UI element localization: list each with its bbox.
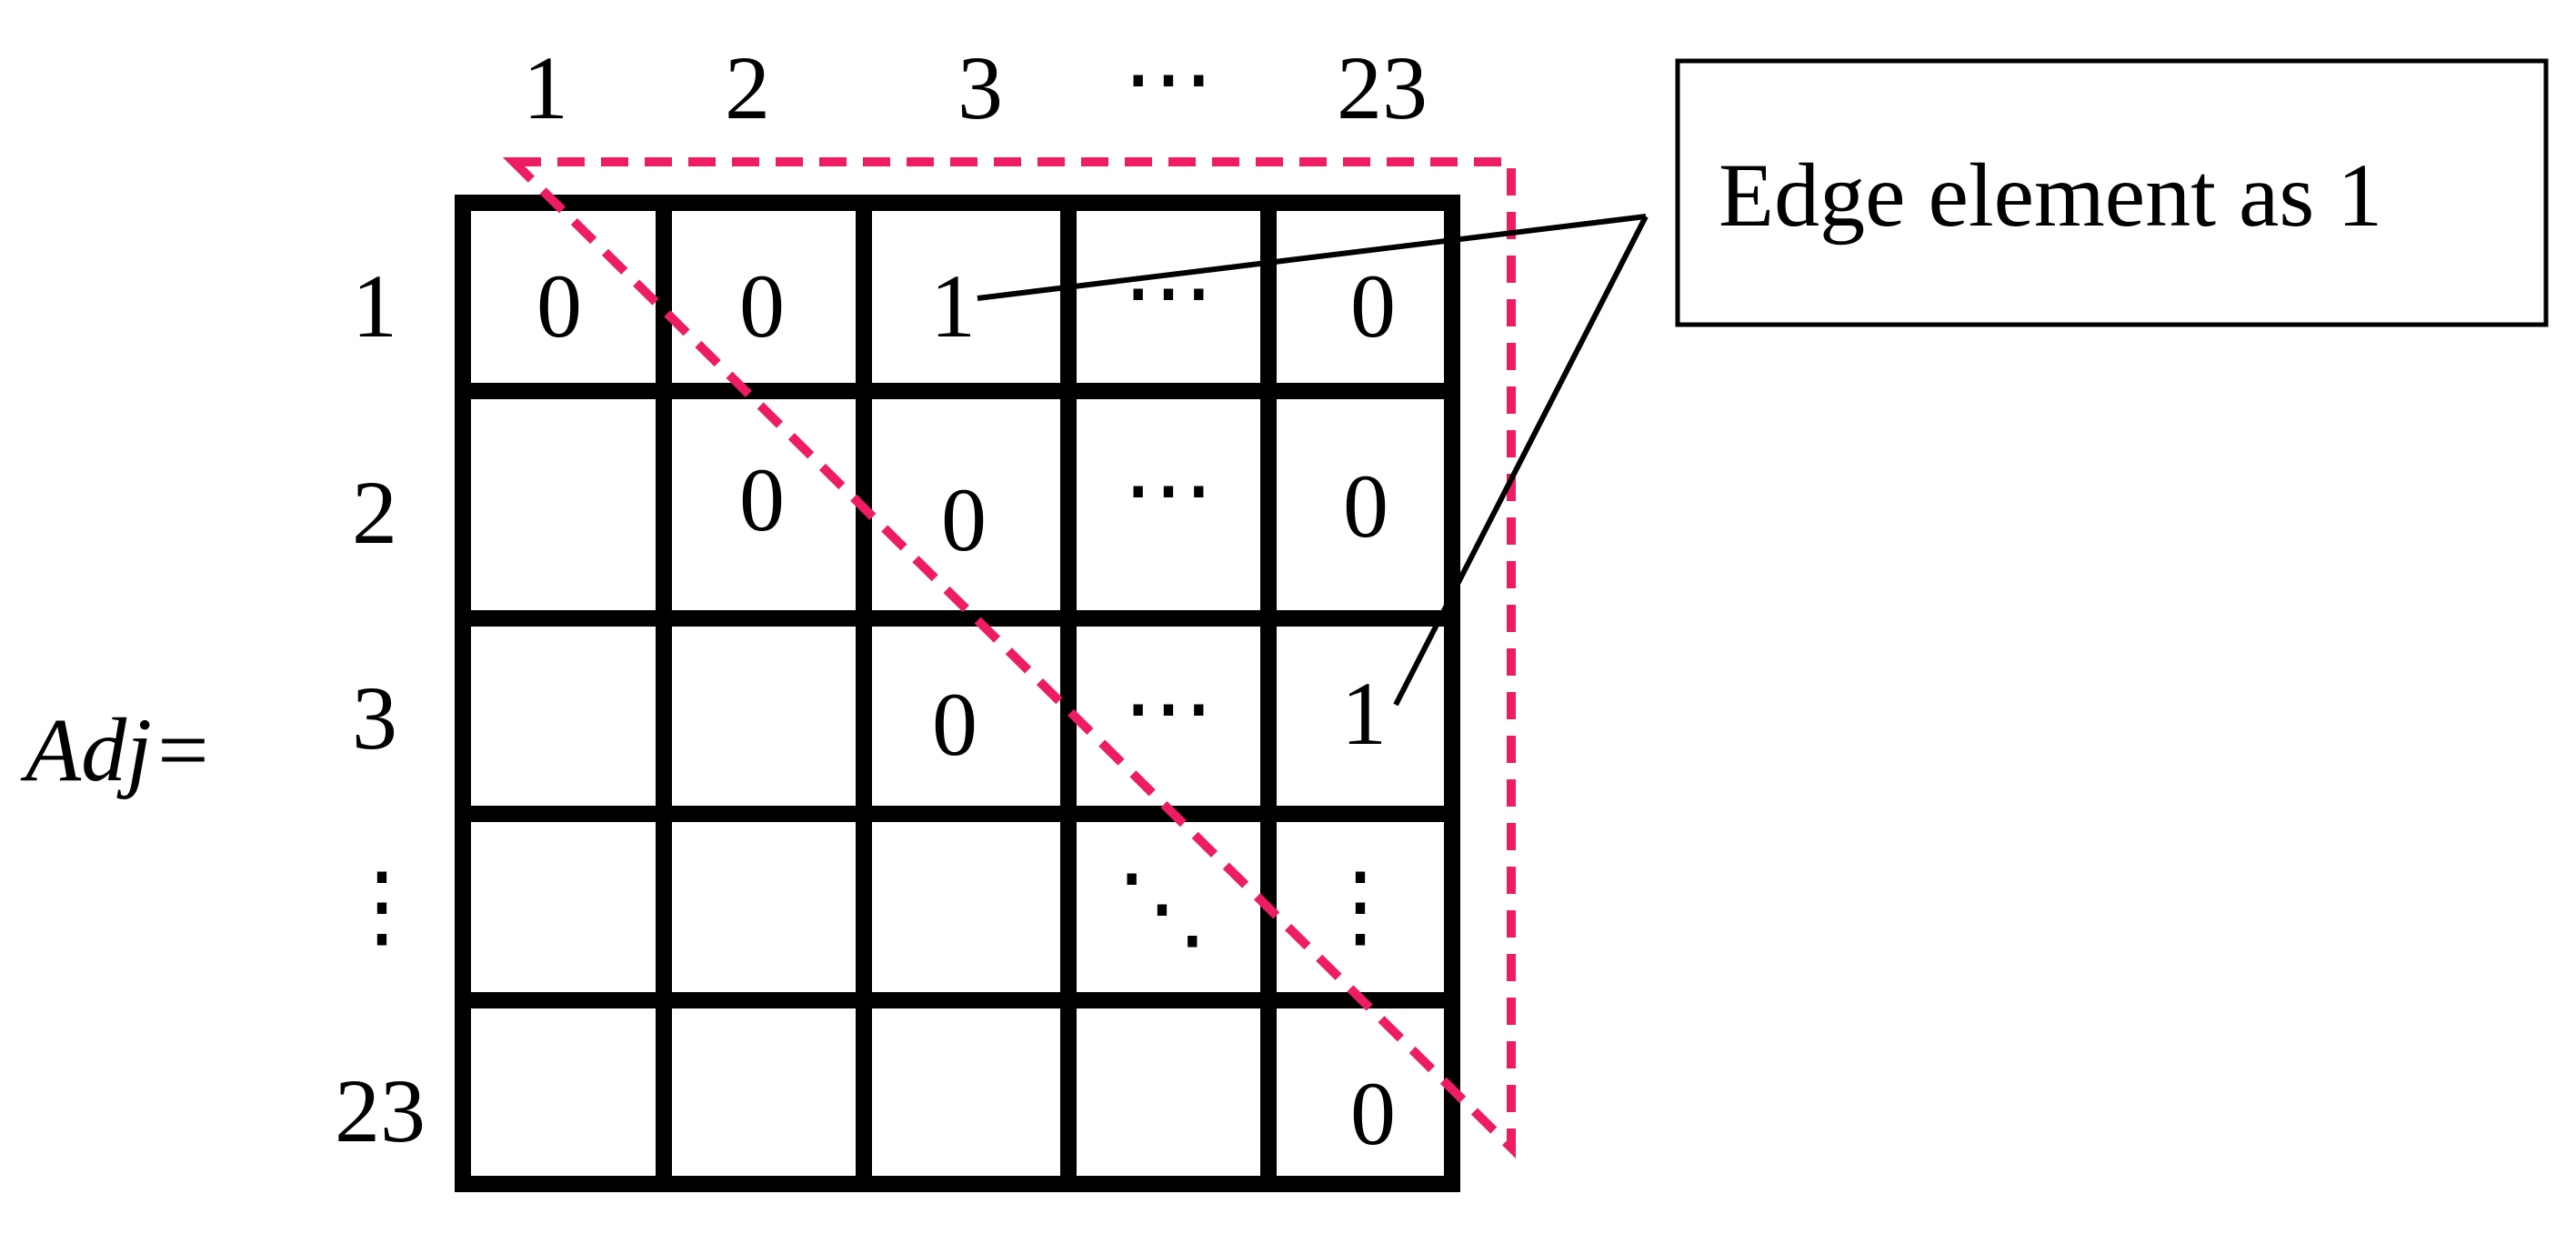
callout-pointer-line [977, 214, 1647, 301]
column-header: ⋯ [1123, 28, 1214, 129]
matrix-cell: ⋯ [1123, 242, 1214, 343]
row-header: 3 [352, 667, 397, 768]
matrix-cell: 0 [941, 469, 987, 570]
matrix-cell: 0 [536, 256, 582, 356]
matrix-cells: 0 0 1 ⋯ 0 0 0 ⋯ 0 0 ⋯ 1 ⋱ ⋮ 0 [536, 242, 1406, 1164]
callout-text: Edge element as 1 [1719, 145, 2382, 246]
column-header: 2 [725, 37, 770, 138]
column-header: 1 [523, 37, 568, 138]
matrix-label: Adj= [20, 699, 213, 800]
matrix-cell: ⋮ [1315, 856, 1406, 957]
callout-pointer-line [1393, 215, 1649, 707]
upper-triangle-highlight [502, 157, 1516, 1159]
row-header: ⋮ [336, 856, 427, 957]
matrix-cell: ⋯ [1123, 657, 1214, 758]
matrix-cell: 0 [1350, 256, 1396, 356]
grid-outer-border [455, 195, 1460, 1192]
matrix-grid [455, 195, 1460, 1192]
matrix-cell: 1 [930, 256, 976, 356]
callout-box [1675, 58, 2549, 327]
matrix-cell: ⋱ [1117, 858, 1208, 958]
matrix-cell: 0 [1350, 1063, 1396, 1164]
row-header: 23 [335, 1060, 426, 1161]
row-header: 1 [352, 256, 397, 356]
column-header: 23 [1337, 37, 1428, 138]
row-header: 2 [352, 462, 397, 563]
matrix-cell: 0 [932, 674, 977, 775]
matrix-cell: 0 [739, 449, 785, 550]
matrix-cell: ⋯ [1123, 439, 1214, 540]
column-header: 3 [957, 37, 1003, 138]
row-headers: 1 2 3 ⋮ 23 [335, 256, 427, 1161]
callout-pointer [977, 214, 1649, 707]
column-headers: 1 2 3 ⋯ 23 [523, 28, 1428, 138]
matrix-cell: 1 [1341, 663, 1387, 764]
matrix-cell: 0 [1343, 456, 1388, 557]
matrix-cell: 0 [739, 256, 785, 356]
